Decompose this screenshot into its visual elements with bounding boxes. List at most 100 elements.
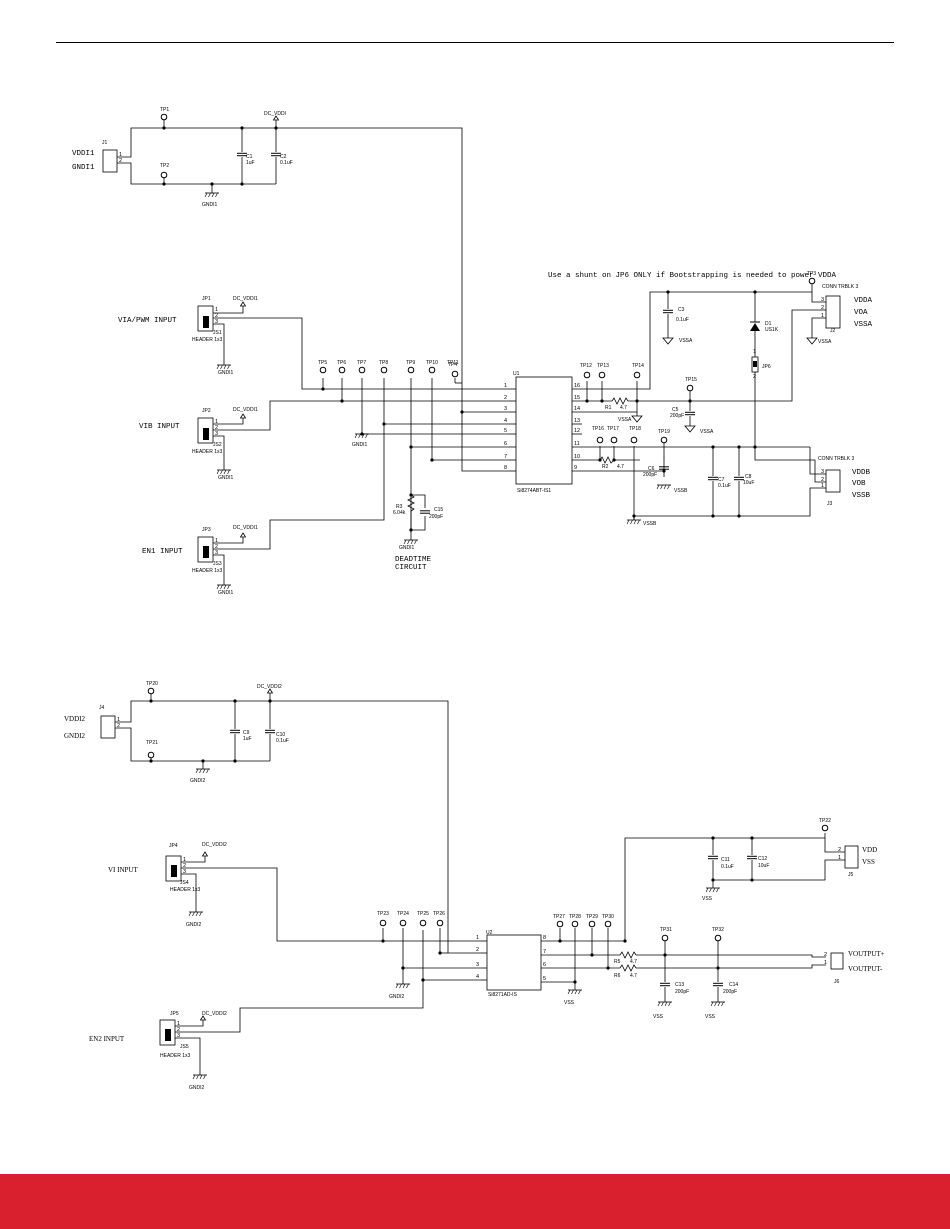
tp-label: TP3	[807, 271, 816, 277]
gnd-label: GNDI2	[186, 922, 202, 928]
svg-text:3: 3	[215, 319, 218, 325]
svg-text:3: 3	[177, 1033, 180, 1039]
c9-ref: C9	[243, 730, 250, 736]
r1-ref: R1	[605, 405, 612, 411]
svg-text:2: 2	[504, 395, 507, 401]
svg-text:2: 2	[753, 374, 756, 380]
jp3-ref: JP3	[202, 527, 211, 533]
vssb-label: VSSB	[674, 488, 688, 494]
j1-pin1-label: VDDI1	[72, 150, 95, 158]
en1-input-label: EN1 INPUT	[142, 548, 183, 556]
svg-text:7: 7	[504, 454, 507, 460]
en2-input-label: EN2 INPUT	[89, 1035, 125, 1043]
jp1-type: HEADER 1x3	[192, 337, 223, 343]
header-pin-numbers: 123 123 123 123 123 12 12 321 321 21 21 …	[117, 152, 841, 1039]
tp-label: TP12	[580, 363, 592, 369]
jp4-type: HEADER 1x3	[170, 887, 201, 893]
bottom-labels: TP20 TP21 J4 DC_VDDI2 C9 1uF C10 0.1uF G…	[99, 681, 854, 1091]
tp-label: TP24	[397, 911, 409, 917]
j3-pin-label: VOB	[852, 480, 866, 488]
u1-ref: U1	[513, 371, 520, 377]
tp-label: TP5	[318, 360, 327, 366]
svg-text:1: 1	[215, 307, 218, 313]
svg-text:2: 2	[824, 952, 827, 958]
jp6-note: Use a shunt on JP6 ONLY if Bootstrapping…	[548, 272, 837, 280]
svg-text:16: 16	[574, 383, 580, 389]
net-dc-vddi1: DC_VDDI1	[233, 296, 258, 302]
r5-ref: R5	[614, 959, 621, 965]
gnd-label: GNDI1	[399, 545, 415, 551]
svg-text:1: 1	[215, 419, 218, 425]
svg-text:8: 8	[543, 935, 546, 941]
tp-label: TP11	[447, 360, 459, 366]
tp-label: TP29	[586, 914, 598, 920]
tp-label: TP32	[712, 927, 724, 933]
u2-ref: U2	[486, 930, 493, 936]
r5-value: 4.7	[630, 959, 637, 965]
diode-icon	[750, 321, 760, 331]
svg-text:4: 4	[504, 418, 507, 424]
j3-ref: J3	[827, 501, 833, 507]
c5-ref: C5	[672, 407, 679, 413]
svg-text:1: 1	[183, 857, 186, 863]
jp3-type: HEADER 1x3	[192, 568, 223, 574]
js5-ref: JS5	[180, 1044, 189, 1050]
j6-ref: J6	[834, 979, 840, 985]
j3-pin-label: VSSB	[852, 492, 871, 500]
c10-ref: C10	[276, 732, 285, 738]
svg-text:4: 4	[476, 974, 479, 980]
tp-label: TP6	[337, 360, 346, 366]
via-input-label: VIA/PWM INPUT	[118, 317, 177, 325]
j6-pin-label: VOUTPUT+	[848, 950, 885, 958]
vss-label: VSS	[702, 896, 713, 902]
net-dc-vdd2: DC_VDDI2	[257, 684, 282, 690]
j2-pin-label: VDDA	[854, 297, 873, 305]
deadtime-label: DEADTIME	[395, 556, 432, 564]
r3-value: 6.04k	[393, 510, 406, 516]
gnd-label: GNDI1	[218, 475, 234, 481]
vssa-label: VSSA	[679, 338, 693, 344]
c6-ref: C6	[648, 466, 655, 472]
c2-value: 0.1uF	[280, 160, 293, 166]
j3-pin-label: VDDB	[852, 469, 871, 477]
tp-label: TP15	[685, 377, 697, 383]
c12-value: 10uF	[758, 863, 769, 869]
c11-ref: C11	[721, 857, 730, 863]
svg-text:1: 1	[824, 960, 827, 966]
tp-label: TP30	[602, 914, 614, 920]
j2-ref: J2	[830, 328, 836, 334]
c2-ref: C2	[280, 154, 287, 160]
c3-value: 0.1uF	[676, 317, 689, 323]
jp1-ref: JP1	[202, 296, 211, 302]
svg-text:3: 3	[504, 406, 507, 412]
c13-value: 200pF	[675, 989, 689, 995]
tp-label: TP31	[660, 927, 672, 933]
tp-label: TP1	[160, 107, 169, 113]
r6-ref: R6	[614, 973, 621, 979]
svg-text:2: 2	[838, 847, 841, 853]
svg-text:3: 3	[476, 962, 479, 968]
tp-label: TP4	[448, 362, 457, 368]
d1-part: US1K	[765, 327, 779, 333]
svg-text:2: 2	[183, 863, 186, 869]
deadtime-label: CIRCUIT	[395, 564, 427, 572]
tp-label: TP16	[592, 426, 604, 432]
c1-value: 1uF	[246, 160, 255, 166]
vss-label: VSS	[653, 1014, 664, 1020]
j2-type: CONN TRBLK 3	[822, 284, 859, 290]
jp2-ref: JP2	[202, 408, 211, 414]
svg-text:1: 1	[215, 538, 218, 544]
tp-label: TP25	[417, 911, 429, 917]
svg-text:10: 10	[574, 454, 580, 460]
js1-ref: JS1	[213, 330, 222, 336]
svg-text:2: 2	[215, 425, 218, 431]
c11-value: 0.1uF	[721, 864, 734, 870]
j5-pin-label: VDD	[862, 846, 877, 854]
vi-input-label: VI INPUT	[108, 866, 138, 874]
ground-symbols	[188, 192, 726, 1080]
tp-label: TP9	[406, 360, 415, 366]
svg-text:1: 1	[177, 1021, 180, 1027]
r2-value: 4.7	[617, 464, 624, 470]
svg-text:1: 1	[476, 935, 479, 941]
